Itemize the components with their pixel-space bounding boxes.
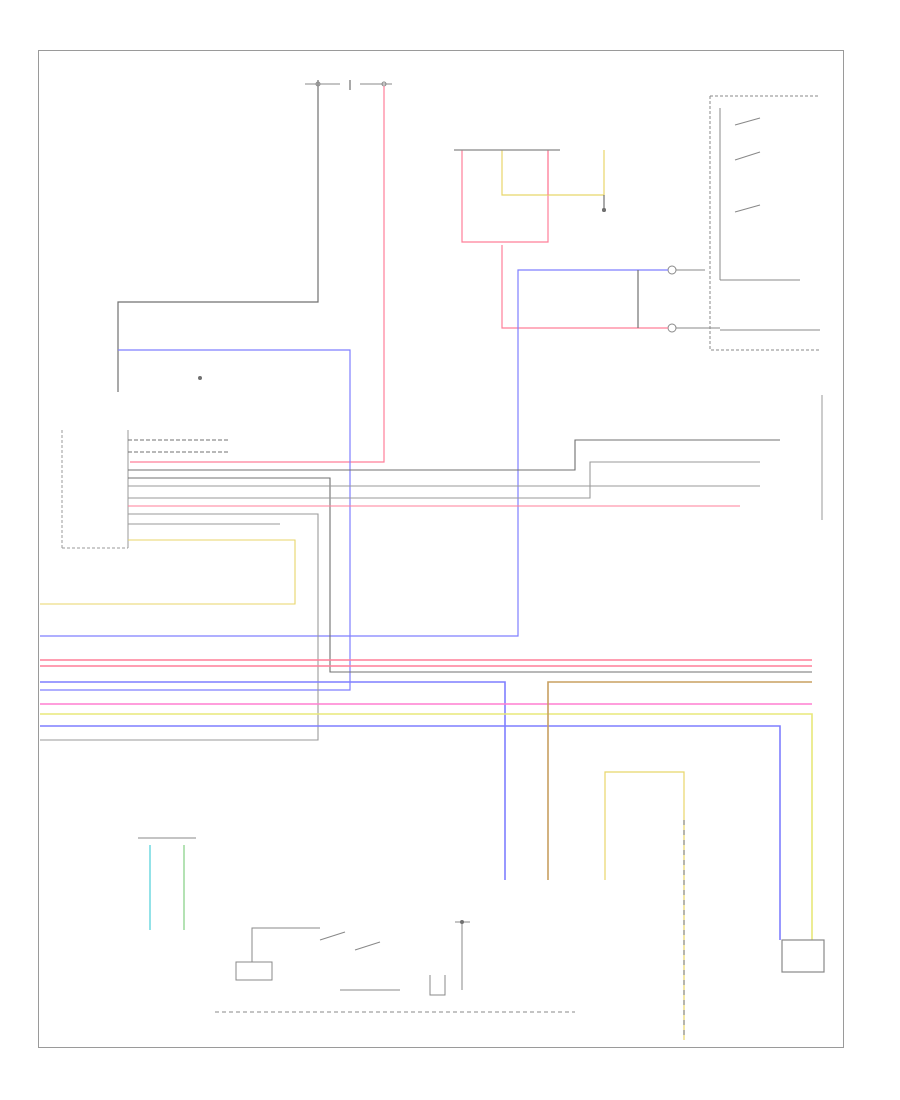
- horizontal-bus: [40, 659, 813, 940]
- light-far-left: [138, 837, 196, 930]
- connector-rows: [40, 439, 812, 741]
- fuse-top-left: [305, 81, 392, 87]
- switch-block-top-center: [454, 149, 606, 243]
- wire-black-top-left: [117, 80, 351, 392]
- combination-switch-assembly: [709, 95, 820, 351]
- wire-blue-upper-loop: [40, 349, 351, 691]
- wire-red-center-down: [501, 245, 640, 329]
- diagram-frame: [38, 50, 844, 1048]
- wire-blue-center: [40, 269, 640, 637]
- bulb-connectors: [667, 265, 720, 333]
- connector-block-left: [61, 430, 129, 549]
- wire-red-fuse-feed: [130, 86, 385, 463]
- ground-symbols: [198, 208, 606, 924]
- ground-switch-bottom-center: [215, 921, 575, 1013]
- light-assembly-lower-right: [604, 771, 825, 1040]
